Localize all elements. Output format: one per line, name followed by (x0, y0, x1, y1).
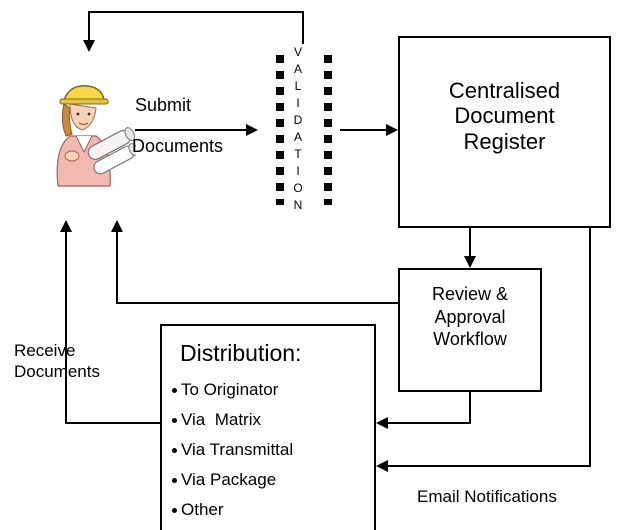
bullet-icon (172, 477, 177, 483)
validation-letter: A (293, 62, 302, 76)
validation-letter: V (293, 45, 302, 59)
bullet-icon (172, 507, 177, 513)
validation-label: V A L I D A T I O N (291, 44, 305, 214)
distribution-item: Via Transmittal (172, 435, 293, 465)
validation-letter: A (293, 130, 302, 144)
validation-letter: I (296, 164, 300, 178)
review-approval-title: Review & Approval Workflow (431, 284, 509, 349)
distribution-item-label: Via Transmittal (181, 440, 294, 459)
return-loop-arrow (83, 11, 304, 52)
review-approval-box (398, 268, 542, 392)
distribution-item: Other (172, 495, 293, 525)
distribution-title: Distribution: (180, 340, 302, 366)
distribution-item-label: Via Package (181, 470, 277, 489)
bullet-icon (172, 387, 177, 393)
distribution-item: Via Matrix (172, 405, 293, 435)
distribution-item: Via Package (172, 465, 293, 495)
submit-documents-label: Documents (132, 136, 224, 156)
document-register-box (398, 36, 611, 228)
validation-letter: T (294, 147, 302, 161)
distribution-item-label: Via Matrix (181, 410, 261, 429)
validation-letter: I (296, 96, 300, 110)
receive-documents-label: Receive Documents (14, 341, 100, 382)
distribution-item-label: To Originator (181, 380, 279, 399)
validation-letter: L (294, 79, 302, 93)
document-register-title: Centralised Document Register (448, 78, 561, 154)
distribution-item: To Originator (172, 375, 293, 405)
engineer-with-blueprints-icon (56, 85, 136, 187)
submit-label: Submit (135, 95, 192, 115)
validation-letter: O (293, 181, 303, 195)
distribution-box (160, 324, 376, 530)
validation-letter: D (293, 113, 303, 127)
validation-gate-left (276, 55, 284, 205)
receive-documents-arrow (60, 220, 160, 424)
validation-letter: N (293, 198, 303, 212)
bullet-icon (172, 447, 177, 453)
validation-gate-right (324, 55, 332, 205)
review-to-distribution-arrow (376, 392, 471, 429)
distribution-item-label: Other (181, 500, 224, 519)
distribution-list: To Originator Via Matrix Via Transmittal… (172, 375, 293, 525)
bullet-icon (172, 417, 177, 423)
review-feedback-arrow (111, 220, 398, 304)
email-notification-arrow (376, 228, 591, 472)
email-notifications-label: Email Notifications (417, 487, 557, 506)
